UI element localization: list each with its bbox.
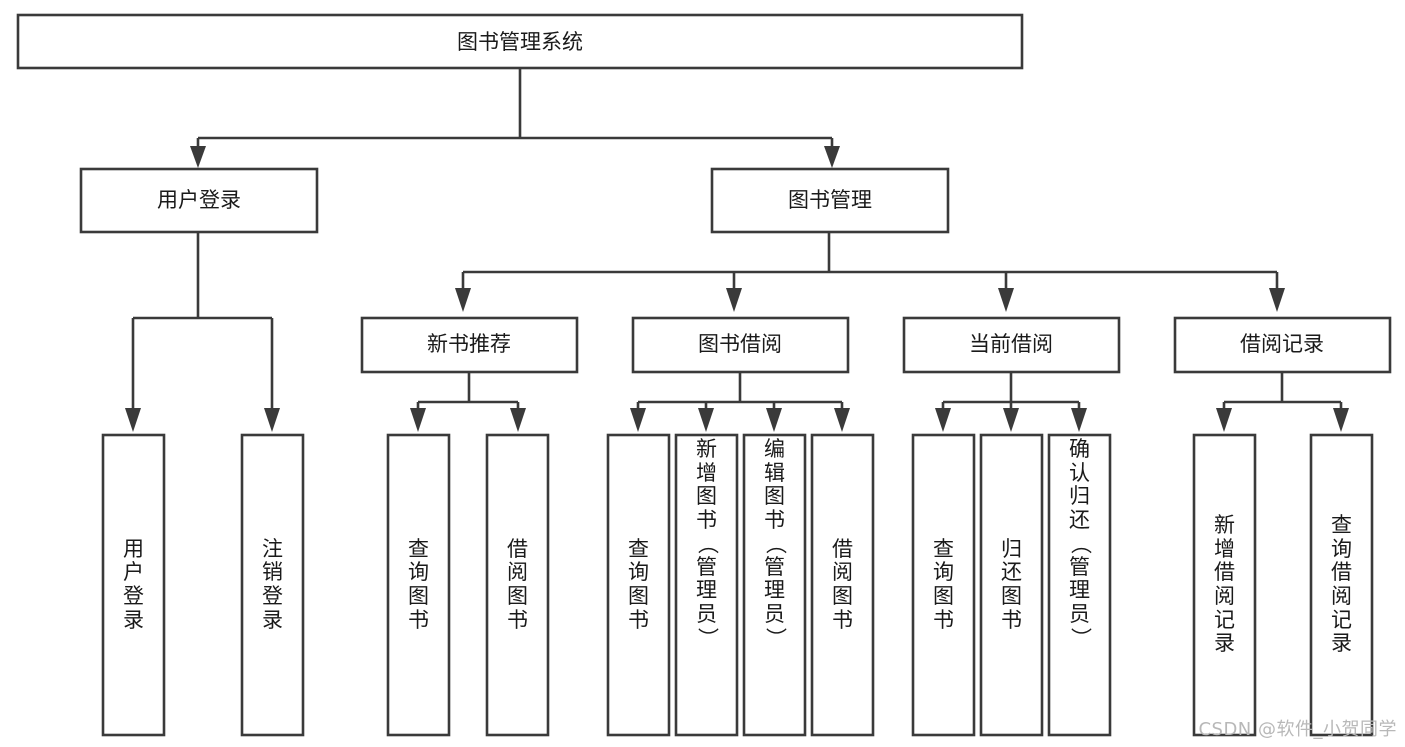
arrowhead-leaf-add-record: [1216, 408, 1232, 432]
arrowhead-leaf-logout-login: [264, 408, 280, 432]
node-leaf-borrow-book-2-box[interactable]: [810, 433, 875, 737]
arrowhead-book-manage: [824, 146, 840, 168]
node-root[interactable]: 图书管理系统: [16, 13, 1024, 70]
arrowhead-leaf-query-record: [1333, 408, 1349, 432]
node-leaf-query-book-1-box[interactable]: [386, 433, 451, 737]
arrowhead-borrow-record: [1269, 288, 1285, 312]
arrowhead-user-login: [190, 146, 206, 168]
node-book-manage-label: 图书管理: [788, 188, 872, 212]
node-leaf-add-record-box[interactable]: [1192, 433, 1257, 737]
arrowhead-leaf-add-book: [698, 408, 714, 432]
arrowhead-leaf-edit-book: [766, 408, 782, 432]
connector-group-borrow-record: [1216, 372, 1349, 432]
node-leaf-edit-book-box[interactable]: [742, 433, 807, 737]
node-book-borrow-box[interactable]: [631, 316, 850, 374]
leaf-node-group: [101, 433, 1374, 737]
connector-group-book-borrow: [630, 372, 850, 432]
arrowhead-leaf-confirm-return: [1071, 408, 1087, 432]
node-leaf-confirm-return-box[interactable]: [1047, 433, 1112, 737]
connector-group-user-login: [125, 232, 280, 432]
arrowhead-new-book-recommend: [455, 288, 471, 312]
arrowhead-leaf-borrow-book-2: [834, 408, 850, 432]
node-leaf-user-login-box[interactable]: [101, 433, 166, 737]
node-current-borrow[interactable]: 当前借阅: [902, 316, 1121, 374]
connector-group-current-borrow: [935, 372, 1087, 432]
node-leaf-add-book-box[interactable]: [674, 433, 739, 737]
node-borrow-record-label: 借阅记录: [1240, 332, 1324, 356]
node-current-borrow-box[interactable]: [902, 316, 1121, 374]
node-user-login-box[interactable]: [79, 167, 319, 234]
node-borrow-record-box[interactable]: [1173, 316, 1392, 374]
connector-group-book-manage: [455, 232, 1285, 312]
node-book-manage[interactable]: 图书管理: [710, 167, 950, 234]
arrowhead-leaf-query-book-3: [935, 408, 951, 432]
node-user-login-label: 用户登录: [157, 188, 241, 212]
node-current-borrow-label: 当前借阅: [969, 332, 1053, 356]
node-root-label: 图书管理系统: [457, 30, 583, 54]
node-book-borrow-label: 图书借阅: [698, 332, 782, 356]
node-book-borrow[interactable]: 图书借阅: [631, 316, 850, 374]
arrowhead-current-borrow: [998, 288, 1014, 312]
node-book-manage-box[interactable]: [710, 167, 950, 234]
node-new-book-recommend-box[interactable]: [360, 316, 579, 374]
node-leaf-query-book-3-box[interactable]: [911, 433, 976, 737]
node-new-book-recommend[interactable]: 新书推荐: [360, 316, 579, 374]
node-user-login[interactable]: 用户登录: [79, 167, 319, 234]
arrowhead-leaf-return-book: [1003, 408, 1019, 432]
connector-group-new-book-recommend: [410, 372, 526, 432]
arrowhead-leaf-user-login: [125, 408, 141, 432]
node-leaf-logout-login-box[interactable]: [240, 433, 305, 737]
node-leaf-borrow-book-1-box[interactable]: [485, 433, 550, 737]
arrowhead-leaf-query-book-2: [630, 408, 646, 432]
node-borrow-record[interactable]: 借阅记录: [1173, 316, 1392, 374]
node-root-box[interactable]: [16, 13, 1024, 70]
node-new-book-recommend-label: 新书推荐: [427, 332, 511, 356]
node-leaf-query-book-2-box[interactable]: [606, 433, 671, 737]
node-leaf-return-book-box[interactable]: [979, 433, 1044, 737]
arrowhead-book-borrow: [726, 288, 742, 312]
arrowhead-leaf-query-book-1: [410, 408, 426, 432]
connector-group-root: [190, 68, 840, 168]
node-leaf-query-record-box[interactable]: [1309, 433, 1374, 737]
arrowhead-leaf-borrow-book-1: [510, 408, 526, 432]
